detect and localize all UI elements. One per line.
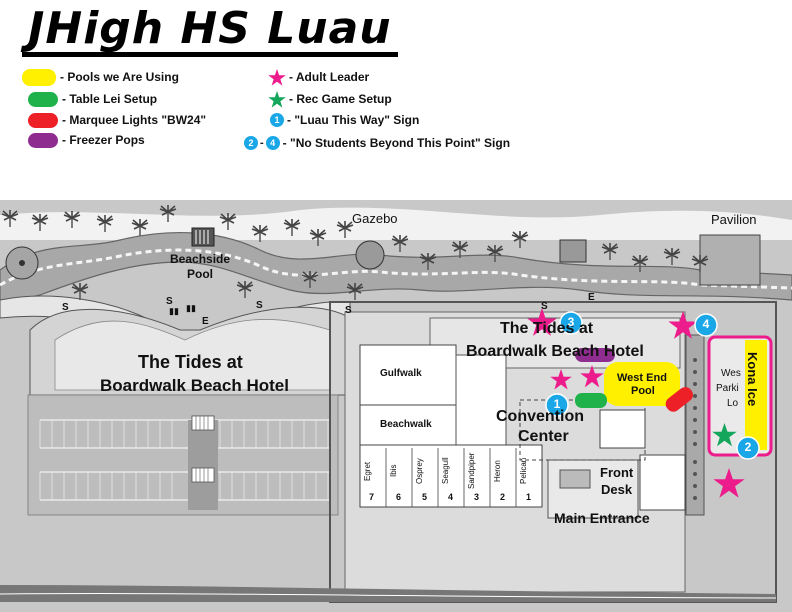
sign-1-marker [545, 393, 569, 417]
room-egret: Egret [363, 461, 372, 481]
sign-3-marker [559, 311, 583, 335]
marquee-lights-marker [665, 387, 693, 412]
legend-label: - Table Lei Setup [62, 92, 158, 106]
room-sandpiper: Sandpiper [467, 452, 476, 490]
sign-number-icon: 4 [265, 136, 280, 150]
legend-item-no-students-sign: 2 - 4 - "No Students Beyond This Point" … [244, 134, 510, 152]
sign-1-number: 1 [553, 397, 561, 411]
red-pill-icon [28, 112, 58, 128]
gulfwalk-label: Gulfwalk [380, 368, 422, 379]
beachside-pool-label: Beachside Pool [170, 252, 231, 281]
legend-item-luau-sign: 1 - "Luau This Way" Sign [270, 111, 419, 129]
west-lot-line2: Parki [716, 383, 739, 394]
room-seagull: Seagull [441, 457, 450, 485]
e-marker: E [588, 292, 595, 303]
room-sandpiper-number: 3 [474, 492, 480, 502]
table-lei-marker [575, 393, 607, 408]
convention-label-line2: Center [518, 428, 569, 445]
legend-item-marquee: - Marquee Lights "BW24" [28, 111, 206, 129]
legend-label: - Marquee Lights "BW24" [62, 113, 207, 127]
legend-item-rec-game: - Rec Game Setup [268, 90, 392, 108]
room-wings [359, 444, 543, 508]
resort-map [0, 200, 792, 612]
sign-number-icon: 1 [270, 113, 284, 127]
sign-3-number: 3 [567, 315, 575, 329]
room-osprey-number: 5 [422, 492, 428, 502]
west-lot-line1: Wes [721, 368, 741, 379]
sign-2-number: 2 [744, 440, 752, 454]
adult-leader-star-icon [550, 369, 572, 390]
green-pill-icon [28, 91, 58, 107]
adult-leader-star-icon [713, 468, 745, 498]
beachwalk-label: Beachwalk [380, 419, 432, 430]
front-desk-line1: Front [600, 465, 634, 480]
restroom-icon: ▮▮ [186, 303, 196, 313]
kona-ice-label: Kona Ice [745, 352, 760, 407]
convention-label-line1: Convention [496, 408, 584, 425]
sign-number-icon: 2 [244, 136, 258, 150]
freezer-pops-marker [575, 348, 615, 362]
legend-label: - Pools we Are Using [60, 70, 179, 84]
restroom-icon: ▮▮ [169, 306, 179, 316]
page-title: JHigh HS Luau [28, 3, 392, 54]
pink-star-icon [268, 68, 286, 86]
west-lot-line3: Lo [727, 398, 739, 409]
legend-item-pools: - Pools we Are Using [22, 68, 179, 86]
tides-left-line2: Boardwalk Beach Hotel [100, 376, 289, 395]
adult-leader-star-icon [580, 365, 604, 388]
yellow-pill-icon [22, 68, 56, 86]
legend-label: - "Luau This Way" Sign [287, 113, 420, 127]
gazebo-label: Gazebo [352, 211, 398, 226]
adult-leader-star-icon [668, 311, 698, 339]
purple-pill-icon [28, 132, 58, 148]
legend-label: - "No Students Beyond This Point" Sign [282, 136, 511, 150]
green-star-icon [268, 90, 286, 108]
tides-left-line1: The Tides at [138, 352, 243, 372]
legend-label: - Freezer Pops [62, 133, 145, 147]
legend-item-table-lei: - Table Lei Setup [28, 90, 157, 108]
s-marker: S [541, 301, 548, 312]
legend-item-adult-leader: - Adult Leader [268, 68, 369, 86]
pavilion-label: Pavilion [711, 212, 757, 227]
legend-label: - Rec Game Setup [289, 92, 392, 106]
west-end-pool-highlight [604, 362, 680, 406]
s-marker: S [166, 296, 173, 307]
room-seagull-number: 4 [448, 492, 454, 502]
title-underline [22, 52, 398, 57]
room-heron-number: 2 [500, 492, 506, 502]
kona-ice-zone [745, 340, 767, 450]
tides-right-line2: Boardwalk Beach Hotel [466, 343, 644, 360]
legend-item-freezer-pops: - Freezer Pops [28, 131, 145, 149]
west-end-pool-line2: Pool [631, 385, 655, 397]
e-marker: E [202, 316, 209, 327]
s-marker: S [62, 302, 69, 313]
front-desk-line2: Desk [601, 482, 633, 497]
room-heron: Heron [493, 460, 502, 482]
room-ibis-number: 6 [396, 492, 402, 502]
tides-right-line1: The Tides at [500, 320, 594, 337]
room-pelican-number: 1 [526, 492, 532, 502]
sign-2-marker [736, 436, 760, 460]
s-marker: S [256, 300, 263, 311]
room-pelican: Pelican [519, 457, 528, 485]
legend-label: - Adult Leader [289, 70, 370, 84]
rec-game-star-icon [712, 423, 737, 447]
adult-leader-star-icon [527, 308, 557, 336]
west-end-pool-line1: West End [617, 372, 667, 384]
left-parking-lot [27, 394, 339, 516]
s-marker: S [345, 305, 352, 316]
sign-4-marker [694, 313, 718, 337]
room-egret-number: 7 [369, 492, 375, 502]
sign-4-number: 4 [702, 317, 710, 331]
room-osprey: Osprey [415, 458, 424, 484]
room-ibis: Ibis [389, 464, 398, 478]
main-entrance-label: Main Entrance [554, 510, 650, 526]
